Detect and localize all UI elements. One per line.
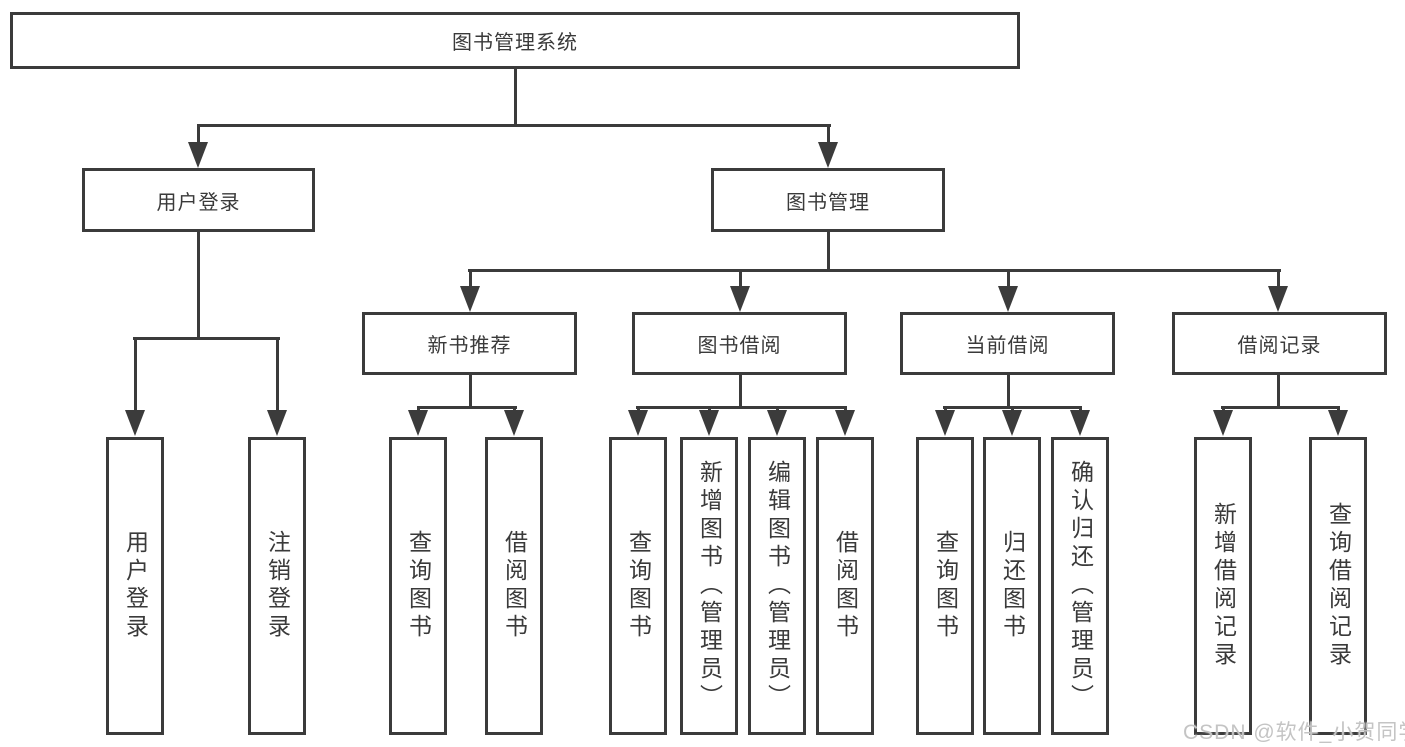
connector-stem — [827, 232, 830, 272]
node-book-borrowing: 图书借阅 — [632, 312, 847, 375]
arrowhead-down-icon — [1070, 410, 1090, 436]
connector-drop — [1007, 269, 1010, 289]
connector-branch — [468, 269, 1281, 272]
connector-drop — [276, 337, 279, 413]
arrowhead-down-icon — [267, 410, 287, 436]
connector-drop — [1277, 269, 1280, 289]
arrowhead-down-icon — [188, 142, 208, 168]
connector-root-stem — [514, 69, 517, 127]
arrowhead-down-icon — [767, 410, 787, 436]
arrowhead-down-icon — [935, 410, 955, 436]
arrowhead-down-icon — [1268, 286, 1288, 312]
arrowhead-down-icon — [1213, 410, 1233, 436]
leaf-query-book-recommend: 查询图书 — [389, 437, 447, 735]
connector-stem — [1277, 375, 1280, 409]
connector-branch — [133, 337, 280, 340]
node-current-borrowing: 当前借阅 — [900, 312, 1115, 375]
arrowhead-down-icon — [1328, 410, 1348, 436]
leaf-borrow-book: 借阅图书 — [816, 437, 874, 735]
leaf-user-login: 用户登录 — [106, 437, 164, 735]
leaf-add-borrow-record: 新增借阅记录 — [1194, 437, 1252, 735]
arrowhead-down-icon — [125, 410, 145, 436]
connector-stem — [739, 375, 742, 409]
connector-drop — [827, 124, 830, 144]
node-new-book-recommend: 新书推荐 — [362, 312, 577, 375]
connector-drop — [739, 269, 742, 289]
arrowhead-down-icon — [408, 410, 428, 436]
arrowhead-down-icon — [835, 410, 855, 436]
node-user-login: 用户登录 — [82, 168, 315, 232]
arrowhead-down-icon — [628, 410, 648, 436]
connector-stem — [197, 232, 200, 340]
csdn-watermark: CSDN @软件_小贺同学 — [1183, 721, 1405, 744]
arrowhead-down-icon — [730, 286, 750, 312]
connector-drop — [197, 124, 200, 144]
arrowhead-down-icon — [699, 410, 719, 436]
node-book-management: 图书管理 — [711, 168, 945, 232]
connector-drop — [469, 269, 472, 289]
leaf-query-book-borrow: 查询图书 — [609, 437, 667, 735]
arrowhead-down-icon — [818, 142, 838, 168]
arrowhead-down-icon — [504, 410, 524, 436]
connector-stem — [1007, 375, 1010, 409]
connector-branch — [1221, 406, 1339, 409]
arrowhead-down-icon — [998, 286, 1018, 312]
leaf-confirm-return-admin: 确认归还（管理员） — [1051, 437, 1109, 735]
leaf-query-book-current: 查询图书 — [916, 437, 974, 735]
leaf-return-book: 归还图书 — [983, 437, 1041, 735]
connector-branch — [636, 406, 847, 409]
connector-branch — [417, 406, 517, 409]
node-library-management-system: 图书管理系统 — [10, 12, 1020, 69]
connector-stem — [469, 375, 472, 409]
node-borrowing-records: 借阅记录 — [1172, 312, 1387, 375]
leaf-borrow-book-recommend: 借阅图书 — [485, 437, 543, 735]
leaf-query-borrow-record: 查询借阅记录 — [1309, 437, 1367, 735]
leaf-add-book-admin: 新增图书（管理员） — [680, 437, 738, 735]
arrowhead-down-icon — [460, 286, 480, 312]
leaf-logout-login: 注销登录 — [248, 437, 306, 735]
connector-drop — [134, 337, 137, 413]
leaf-edit-book-admin: 编辑图书（管理员） — [748, 437, 806, 735]
arrowhead-down-icon — [1002, 410, 1022, 436]
connector-root-branch — [197, 124, 831, 127]
